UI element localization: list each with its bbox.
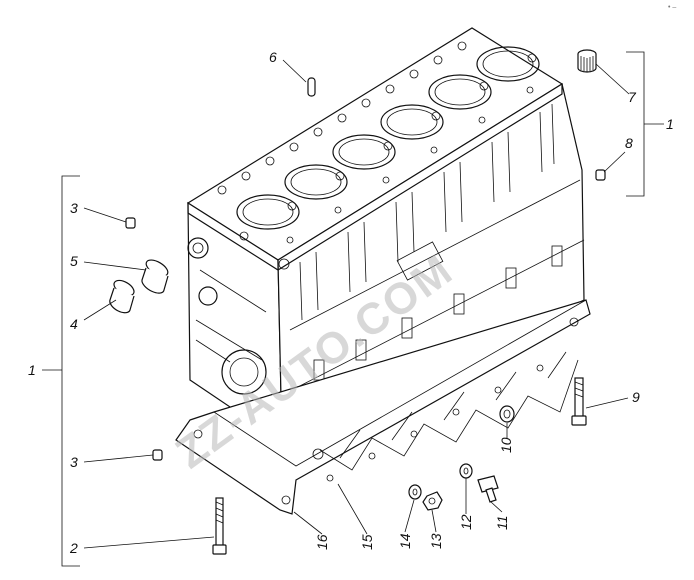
part-9-bolt xyxy=(571,377,587,426)
part-3-plug-lower xyxy=(152,449,163,461)
left-group-bracket xyxy=(42,175,80,567)
callout-16: 16 xyxy=(314,534,330,550)
callout-10: 10 xyxy=(498,437,514,453)
part-10-seal xyxy=(499,405,515,423)
callout-6: 6 xyxy=(269,49,277,65)
block-bottom-flange xyxy=(175,299,591,515)
callout-1-right: 1 xyxy=(666,116,674,132)
callout-3-lower: 3 xyxy=(70,454,78,470)
callout-5: 5 xyxy=(70,253,78,269)
right-group-bracket xyxy=(626,51,664,197)
part-6-dowel-pin xyxy=(307,77,316,97)
callout-15: 15 xyxy=(359,534,375,550)
callout-14: 14 xyxy=(397,533,413,549)
part-14-washer xyxy=(408,484,422,500)
callout-1-left: 1 xyxy=(28,362,36,378)
callout-12: 12 xyxy=(458,514,474,530)
callout-11: 11 xyxy=(494,515,510,530)
callout-7: 7 xyxy=(628,89,637,105)
part-11-bolt xyxy=(477,475,499,503)
block-front-details xyxy=(187,237,290,395)
part-12-washer xyxy=(459,463,473,479)
part-5-ring xyxy=(141,259,169,294)
part-13-nut xyxy=(422,491,443,511)
callout-3-upper: 3 xyxy=(70,200,78,216)
callout-labels: 1 1 2 3 3 4 5 6 7 8 9 10 11 12 13 14 15 … xyxy=(28,49,674,556)
cylinder-bores xyxy=(236,46,540,230)
callout-13: 13 xyxy=(428,533,444,549)
part-4-ring xyxy=(109,279,135,314)
callout-9: 9 xyxy=(632,389,640,405)
callout-2: 2 xyxy=(69,540,78,556)
head-bolt-holes xyxy=(217,41,537,244)
part-2-long-bolt xyxy=(212,497,227,555)
block-side-ribs xyxy=(289,103,585,391)
leader-lines xyxy=(83,59,630,549)
part-8-plug xyxy=(595,169,606,181)
callout-4: 4 xyxy=(70,316,78,332)
part-3-plug-upper xyxy=(125,217,136,229)
part-7-sleeve xyxy=(577,49,597,73)
corner-mark: • – xyxy=(668,4,676,11)
cylinder-block xyxy=(175,27,591,515)
callout-8: 8 xyxy=(625,135,633,151)
